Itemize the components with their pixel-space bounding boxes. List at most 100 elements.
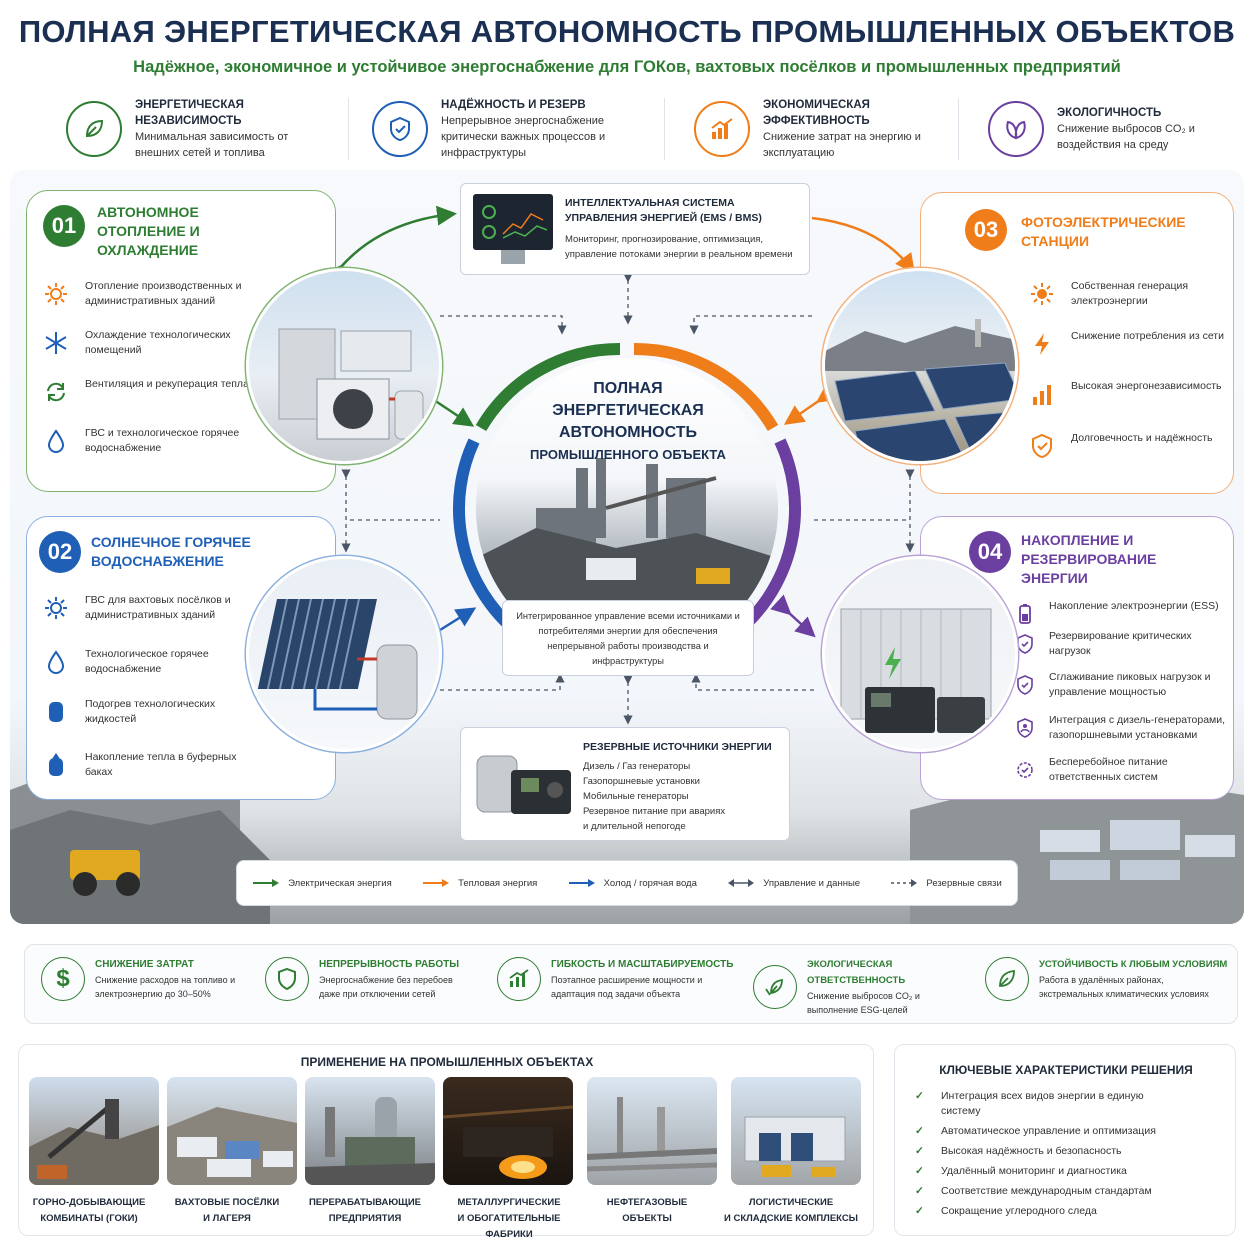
solar-farm-photo	[822, 268, 1018, 464]
metallurgy-thumb	[443, 1077, 573, 1185]
list-item-text: Подогрев технологических жидкостей	[85, 698, 216, 725]
backup-item: Дизель / Газ генераторы	[583, 761, 691, 772]
sun-icon	[1027, 279, 1057, 309]
bars-icon	[1027, 379, 1057, 409]
backup-item: Газопоршневые установки	[583, 776, 700, 787]
oil-gas-thumb	[587, 1077, 717, 1185]
list-item: Накопление электроэнергии (ESS)	[1015, 599, 1235, 629]
logistics-thumb	[731, 1077, 861, 1185]
shield-check-icon	[265, 957, 309, 1001]
center-caption: Интегрированное управление всеми источни…	[516, 611, 740, 666]
panel-number: 02	[39, 531, 81, 573]
list-item-text: Накопление тепла в буферных баках	[85, 751, 237, 778]
application-label-line: КОМБИНАТЫ (ГОКи)	[40, 1213, 138, 1224]
legend-item: Управление и данные	[727, 878, 860, 889]
flow-arrows	[322, 205, 915, 725]
center-title-line: ПОЛНАЯ	[593, 380, 663, 397]
list-item-text: Долговечность и надёжность	[1071, 432, 1213, 444]
growth-chart-icon	[694, 101, 750, 157]
list-item: Отопление производственных и администрат…	[41, 279, 251, 309]
application-label-line: ЛОГИСТИЧЕСКИЕ	[748, 1197, 834, 1208]
feature-desc: Снижение затрат на энергию и эксплуатаци…	[763, 131, 921, 159]
page-subtitle: Надёжное, экономичное и устойчивое энерг…	[133, 58, 1121, 76]
application-label-line: НЕФТЕГАЗОВЫЕ	[606, 1197, 688, 1208]
benefit-title: УСТОЙЧИВОСТЬ К ЛЮБЫМ УСЛОВИЯМ	[1039, 959, 1228, 970]
key-title: КЛЮЧЕВЫЕ ХАРАКТЕРИСТИКИ РЕШЕНИЯ	[939, 1063, 1193, 1077]
water-drop-icon	[41, 426, 71, 456]
key-item-text: Сокращение углеродного следа	[941, 1205, 1097, 1217]
mining-plant-thumb	[29, 1077, 159, 1185]
check-icon: ✓	[915, 1165, 924, 1177]
legend-label: Резервные связи	[926, 877, 1002, 889]
feature-efficiency: ЭКОНОМИЧЕСКАЯ ЭФФЕКТИВНОСТЬ Снижение зат…	[694, 88, 934, 170]
list-item: Долговечность и надёжность	[1027, 431, 1227, 461]
benefit-title: ЭКОЛОГИЧЕСКАЯ ОТВЕТСТВЕННОСТЬ	[807, 959, 906, 986]
list-item-text: Снижение потребления из сети	[1071, 330, 1224, 342]
feature-title: ЭКОЛОГИЧНОСТЬ	[1057, 107, 1162, 119]
application-label-line: ПЕРЕРАБАТЫВАЮЩИЕ	[308, 1197, 422, 1208]
application-label-line: И ОБОГАТИТЕЛЬНЫЕ ФАБРИКИ	[457, 1213, 561, 1240]
sun-icon	[41, 279, 71, 309]
application-label-line: ВАХТОВЫЕ ПОСЁЛКИ	[174, 1197, 280, 1208]
legend-item: Холод / горячая вода	[568, 878, 697, 889]
feature-reliability: НАДЁЖНОСТЬ И РЕЗЕРВ Непрерывное энергосн…	[372, 88, 652, 170]
panel-title: АВТОНОМНОЕ ОТОПЛЕНИЕ И ОХЛАЖДЕНИЕ	[97, 204, 200, 258]
feature-title: НАДЁЖНОСТЬ И РЕЗЕРВ	[441, 99, 586, 111]
panel-number: 04	[969, 531, 1011, 573]
application-label: ПЕРЕРАБАТЫВАЮЩИЕ ПРЕДПРИЯТИЯ	[290, 1195, 440, 1227]
page-title: ПОЛНАЯ ЭНЕРГЕТИЧЕСКАЯ АВТОНОМНОСТЬ ПРОМЫ…	[18, 14, 1236, 49]
backup-item: и длительной непогоде	[583, 821, 686, 832]
backup-item: Мобильные генераторы	[583, 791, 689, 802]
applications-title: ПРИМЕНЕНИЕ НА ПРОМЫШЛЕННЫХ ОБЪЕКТАХ	[300, 1055, 594, 1069]
panel-title: ФОТОЭЛЕКТРИЧЕСКИЕ СТАНЦИИ	[1021, 214, 1186, 249]
benefit-desc: Снижение расходов на топливо и электроэн…	[95, 975, 236, 999]
center-title-line: ЭНЕРГЕТИЧЕСКАЯ	[552, 402, 704, 419]
solar-collector-photo	[246, 556, 442, 752]
feature-desc: Минимальная зависимость от внешних сетей…	[135, 131, 289, 159]
feature-independence: ЭНЕРГЕТИЧЕСКАЯ НЕЗАВИСИМОСТЬ Минимальная…	[66, 88, 306, 170]
list-item-text: Собственная генерация электроэнергии	[1071, 280, 1189, 307]
benefit-title: СНИЖЕНИЕ ЗАТРАТ	[95, 959, 194, 970]
list-item-text: Интеграция с дизель-генераторами, газопо…	[1049, 714, 1226, 741]
list-item-text: Резервирование критических нагрузок	[1049, 630, 1192, 657]
leaves-icon	[988, 101, 1044, 157]
key-item: ✓Сокращение углеродного следа	[915, 1204, 1097, 1219]
list-item: Собственная генерация электроэнергии	[1027, 279, 1227, 309]
person-shield-icon	[1015, 713, 1035, 743]
list-item: Бесперебойное питание ответственных сист…	[1015, 755, 1235, 785]
check-icon: ✓	[915, 1125, 924, 1137]
key-item: ✓Высокая надёжность и безопасность	[915, 1144, 1122, 1159]
shield-check-icon	[1015, 629, 1035, 659]
list-item-text: ГВС для вахтовых посёлков и администрати…	[85, 594, 231, 621]
feature-title: ЭКОНОМИЧЕСКАЯ ЭФФЕКТИВНОСТЬ	[763, 99, 870, 127]
list-item-text: Сглаживание пиковых нагрузок и управлени…	[1049, 671, 1211, 698]
legend-label: Холод / горячая вода	[603, 877, 697, 889]
feature-ecology: ЭКОЛОГИЧНОСТЬ Снижение выбросов CO₂ и во…	[988, 88, 1228, 170]
legend: Электрическая энергия Тепловая энергия Х…	[236, 860, 1018, 906]
legend-item: Тепловая энергия	[422, 878, 537, 889]
backup-item: Резервное питание при авариях	[583, 806, 726, 817]
list-item: Сглаживание пиковых нагрузок и управлени…	[1015, 670, 1235, 700]
gear-check-icon	[1015, 755, 1035, 785]
list-item: Подогрев технологических жидкостей	[41, 697, 251, 727]
legend-label: Электрическая энергия	[288, 877, 392, 889]
list-item: Охлаждение технологических помещений	[41, 328, 251, 358]
application-label-line: И СКЛАДСКИЕ КОМПЛЕКСЫ	[723, 1213, 858, 1224]
list-item: Снижение потребления из сети	[1027, 329, 1227, 359]
leaf-hand-icon	[753, 965, 797, 1009]
panel-title: НАКОПЛЕНИЕ И РЕЗЕРВИРОВАНИЕ ЭНЕРГИИ	[1021, 532, 1157, 586]
center-title-line: АВТОНОМНОСТЬ	[558, 424, 698, 441]
backup-title: РЕЗЕРВНЫЕ ИСТОЧНИКИ ЭНЕРГИИ	[583, 741, 772, 753]
key-item: ✓Интеграция всех видов энергии в единую …	[915, 1089, 1145, 1119]
list-item-text: ГВС и технологическое горячее водоснабже…	[85, 427, 240, 454]
key-item-text: Автоматическое управление и оптимизация	[941, 1125, 1156, 1137]
center-ring	[452, 342, 802, 627]
application-label-line: ПРЕДПРИЯТИЯ	[328, 1213, 402, 1224]
key-item: ✓ Автоматическое управление и оптимизация	[915, 1124, 1156, 1139]
tank-drop-icon	[41, 750, 71, 780]
